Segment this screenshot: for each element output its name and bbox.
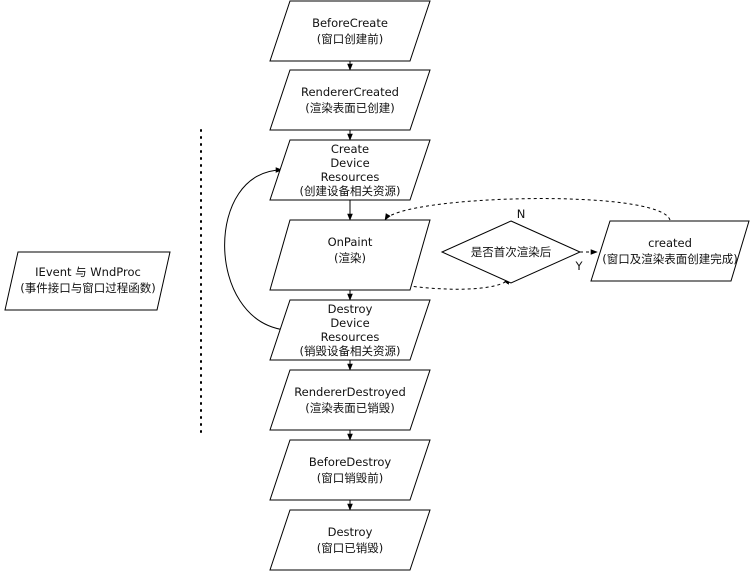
edge-label-no: N [517, 207, 526, 221]
node-on-paint: OnPaint (渲染) [269, 219, 431, 291]
node-before-destroy-line-2: (窗口销毁前) [317, 471, 383, 485]
node-create-resources-line-4: (创建设备相关资源) [300, 184, 401, 198]
node-create-resources-line-2: Device [330, 156, 369, 170]
node-before-create-line-2: (窗口创建前) [317, 32, 383, 46]
node-create-resources-line-1: Create [331, 142, 369, 156]
node-renderer-created: RendererCreated (渲染表面已创建) [269, 69, 431, 131]
node-before-create-line-1: BeforeCreate [312, 16, 388, 30]
node-renderer-destroyed-line-1: RendererDestroyed [294, 385, 406, 399]
node-decision: 是否首次渲染后 [440, 220, 582, 284]
node-ievent-line-2: (事件接口与窗口过程函数) [20, 281, 155, 295]
node-decision-label: 是否首次渲染后 [471, 245, 552, 259]
node-before-destroy-line-1: BeforeDestroy [309, 455, 392, 469]
node-destroy-resources-line-3: Resources [321, 330, 380, 344]
node-renderer-created-line-2: (渲染表面已创建) [305, 101, 394, 115]
edge-created-to-onpaint [384, 198, 671, 221]
node-renderer-destroyed: RendererDestroyed (渲染表面已销毁) [269, 369, 431, 431]
node-destroy-device-resources: Destroy Device Resources (销毁设备相关资源) [269, 299, 431, 361]
node-on-paint-line-1: OnPaint [328, 235, 373, 249]
node-destroy-line-1: Destroy [328, 525, 373, 539]
edge-destroyresources-to-createresources [224, 167, 286, 331]
node-created-line-1: created [648, 236, 692, 250]
edge-onpaint-to-decision [389, 277, 511, 290]
node-renderer-destroyed-line-2: (渲染表面已销毁) [305, 401, 394, 415]
node-destroy-resources-line-4: (销毁设备相关资源) [300, 344, 401, 358]
node-ievent-wndproc: IEvent 与 WndProc (事件接口与窗口过程函数) [4, 251, 171, 311]
node-create-resources-line-3: Resources [321, 170, 380, 184]
node-destroy: Destroy (窗口已销毁) [269, 509, 431, 571]
node-before-create: BeforeCreate (窗口创建前) [269, 0, 431, 62]
node-destroy-resources-line-2: Device [330, 316, 369, 330]
node-renderer-created-line-1: RendererCreated [301, 85, 399, 99]
node-before-destroy: BeforeDestroy (窗口销毁前) [269, 439, 431, 501]
node-created: created (窗口及渲染表面创建完成) [590, 220, 750, 282]
node-ievent-line-1: IEvent 与 WndProc [35, 265, 141, 279]
node-destroy-resources-line-1: Destroy [328, 302, 373, 316]
node-create-device-resources: Create Device Resources (创建设备相关资源) [269, 139, 431, 201]
edge-label-yes: Y [574, 259, 583, 273]
node-destroy-line-2: (窗口已销毁) [317, 541, 383, 555]
node-created-line-2: (窗口及渲染表面创建完成) [602, 252, 737, 266]
node-on-paint-line-2: (渲染) [334, 251, 366, 265]
